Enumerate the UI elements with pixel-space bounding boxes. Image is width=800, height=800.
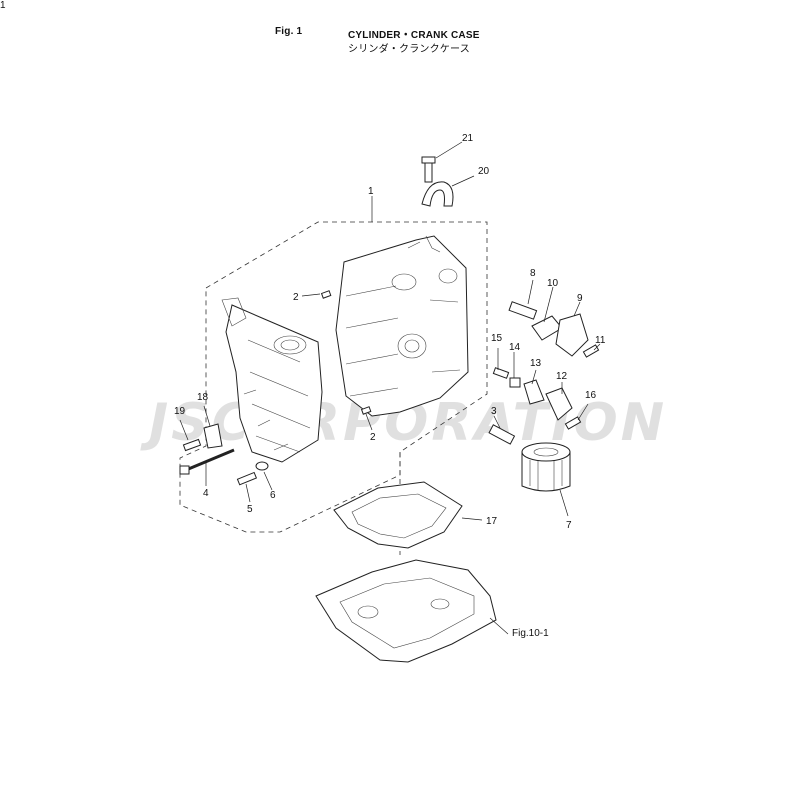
bolt (236, 471, 258, 486)
pipe-clamp (421, 181, 454, 207)
callout-14: 14 (509, 342, 521, 353)
small-gasket (523, 379, 545, 405)
callout-10: 10 (547, 278, 559, 289)
sensor (508, 301, 538, 320)
assembly-boundary (179, 221, 488, 533)
title-english: CYLINDER・CRANK CASE (348, 30, 480, 41)
gasket (333, 481, 463, 549)
callout-15: 15 (491, 333, 503, 344)
bracket (203, 423, 223, 449)
stud (488, 424, 516, 445)
callout-21: 21 (462, 133, 474, 144)
page-number: 1 (0, 0, 6, 11)
thermostat-cover (555, 313, 589, 357)
callout-1: 1 (368, 186, 374, 197)
callout-3: 3 (491, 406, 497, 417)
callout-19: 19 (174, 406, 186, 417)
long-bolt (185, 448, 235, 472)
callout-8: 8 (530, 268, 536, 279)
callout-6: 6 (270, 490, 276, 501)
oil-filter (521, 442, 571, 492)
callout-4: 4 (203, 488, 209, 499)
figure-reference: Fig.10-1 (512, 628, 549, 639)
oil-pan (315, 559, 497, 663)
callout-13: 13 (530, 358, 542, 369)
callout-11: 11 (595, 335, 606, 346)
dowel-pin-upper (320, 290, 332, 299)
washer (255, 461, 269, 471)
title-japanese: シリンダ・クランクケース (348, 44, 470, 55)
cover-bolt (582, 344, 600, 358)
crankcase-half (221, 297, 323, 463)
callout-7: 7 (566, 520, 572, 531)
callout-12: 12 (556, 371, 568, 382)
callout-9: 9 (577, 293, 583, 304)
callout-18: 18 (197, 392, 209, 403)
callout-17: 17 (486, 516, 498, 527)
callout-5: 5 (247, 504, 253, 515)
cylinder-block (335, 235, 469, 417)
figure-label: Fig. 1 (275, 26, 303, 37)
bracket-bolt (182, 438, 202, 452)
small-bolt (492, 367, 510, 379)
dowel-pin-lower (360, 406, 372, 415)
callout-20: 20 (478, 166, 490, 177)
spacer (509, 377, 521, 388)
callout-labels: 1 2 2 3 4 5 6 7 8 9 10 11 12 13 14 15 16… (174, 133, 606, 639)
small-cover (545, 387, 573, 421)
cover-bolt-lower (564, 416, 582, 430)
callout-2-upper: 2 (293, 292, 299, 303)
callout-16: 16 (585, 390, 597, 401)
leader-lines (179, 141, 601, 635)
callout-2-lower: 2 (370, 432, 376, 443)
